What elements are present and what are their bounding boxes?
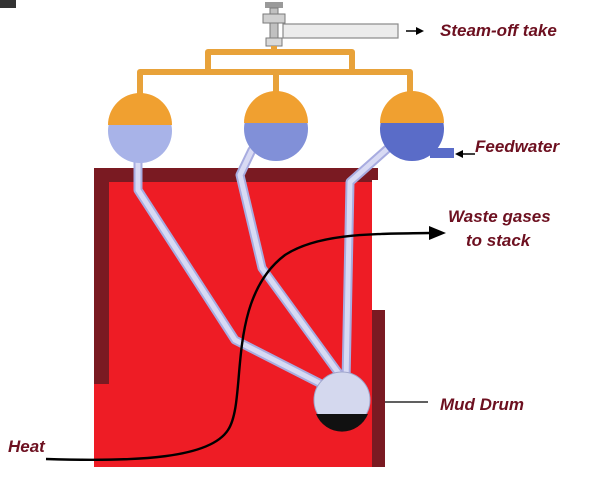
mud-drum-label: Mud Drum	[440, 395, 524, 414]
steam-drum-right	[380, 91, 454, 161]
feedwater-label: Feedwater	[475, 137, 560, 156]
waste-gas-arrowhead	[429, 226, 446, 240]
furnace-right-wall	[372, 310, 385, 467]
steam-off-pipe	[282, 23, 399, 39]
heat-label: Heat	[8, 437, 46, 456]
waste-gases-label: Waste gases	[448, 207, 551, 226]
steam-off-label: Steam-off take	[440, 21, 557, 40]
heat-flow-line	[45, 231, 431, 462]
boiler-tubes	[133, 137, 400, 395]
steam-valve	[262, 2, 286, 47]
to-stack-label: to stack	[466, 231, 532, 250]
steam-drum-middle	[244, 91, 308, 161]
steam-drum-left	[108, 93, 172, 163]
furnace-left-wall	[94, 168, 109, 384]
corner-fragment	[0, 0, 16, 8]
furnace-body	[94, 182, 372, 467]
mud-drum	[313, 371, 371, 432]
